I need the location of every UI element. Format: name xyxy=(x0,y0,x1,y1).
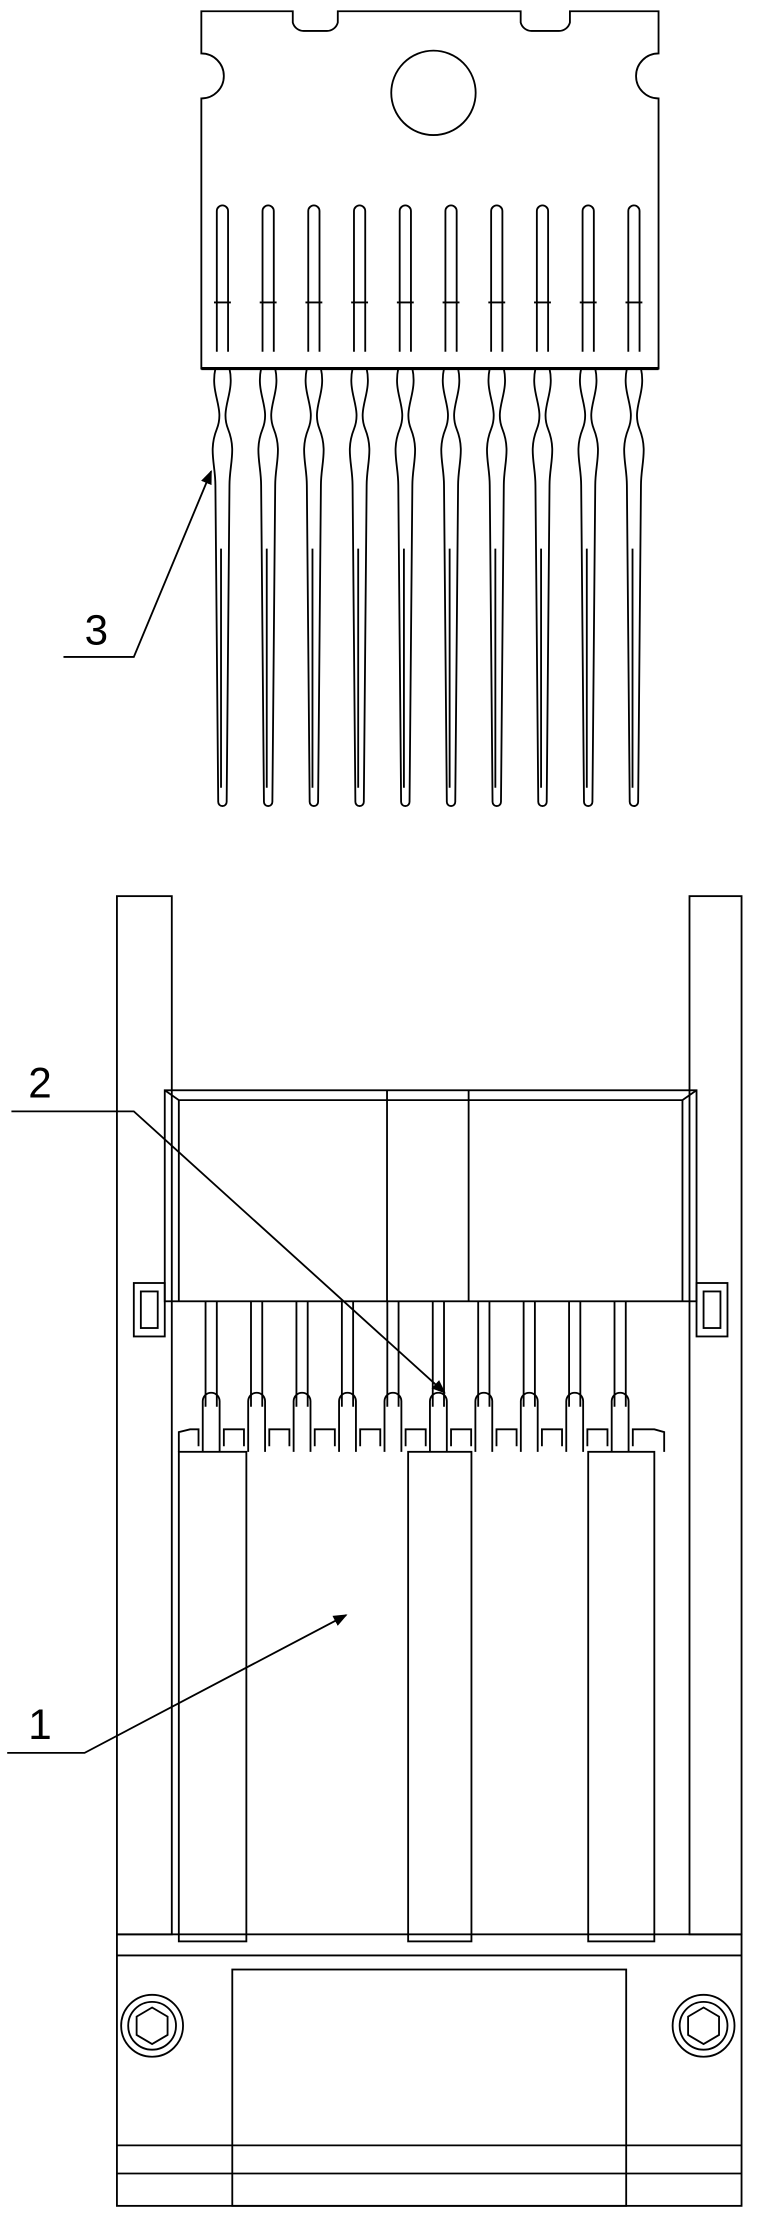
callout-3: 3 xyxy=(63,469,213,658)
bolt-left xyxy=(120,1993,184,2058)
left-tab-inner xyxy=(139,1290,159,1329)
lead-pin xyxy=(257,368,279,807)
lead xyxy=(613,1301,627,1407)
lead-tip xyxy=(247,1391,266,1452)
lead-slot xyxy=(444,204,458,352)
upper-leads xyxy=(211,204,645,807)
lead-slot xyxy=(535,204,550,352)
lead-slot xyxy=(581,204,595,352)
lead-pin xyxy=(440,368,462,807)
lead-pin xyxy=(211,368,234,807)
right-tab xyxy=(695,1282,729,1338)
leader-line-1 xyxy=(7,1614,348,1754)
lead xyxy=(568,1301,582,1407)
lead xyxy=(250,1301,264,1407)
lead-slot xyxy=(627,204,641,352)
lead-pin xyxy=(348,368,371,807)
leader-line-3 xyxy=(63,469,213,658)
lead-slot xyxy=(307,204,321,352)
lead-slot xyxy=(398,204,412,352)
label-3: 3 xyxy=(85,606,108,653)
leader-line-2 xyxy=(11,1110,446,1394)
label-2: 2 xyxy=(28,1059,51,1106)
lead xyxy=(477,1301,491,1407)
lead xyxy=(340,1301,355,1407)
lead-pin xyxy=(303,368,325,807)
support-strip xyxy=(177,1450,248,1943)
right-rail xyxy=(688,895,743,1936)
lead xyxy=(295,1301,309,1407)
left-rail xyxy=(116,895,173,1936)
lead-tip xyxy=(610,1391,630,1452)
lower-leads xyxy=(201,1301,630,1452)
package-block xyxy=(163,1089,698,1303)
bolt-right xyxy=(671,1993,736,2058)
callout-1: 1 xyxy=(7,1614,348,1754)
lead-slot xyxy=(215,204,229,352)
lead-pin xyxy=(623,368,645,807)
lead-tip xyxy=(565,1391,585,1452)
comb-plate xyxy=(177,1428,666,1452)
lead-pin xyxy=(577,368,599,807)
lead-pin xyxy=(394,368,417,807)
lead-slot xyxy=(490,204,504,352)
lead-tip xyxy=(201,1391,221,1452)
base-plate xyxy=(116,1933,743,2207)
lead-tip xyxy=(338,1391,357,1452)
lead-tip xyxy=(474,1391,494,1452)
support-strip xyxy=(407,1450,473,1943)
fixture xyxy=(116,895,743,2207)
block-bevel xyxy=(164,1089,698,1102)
lead xyxy=(386,1301,400,1407)
lead xyxy=(522,1301,536,1407)
right-tab-inner xyxy=(702,1290,722,1329)
mounting-hole xyxy=(390,49,477,136)
lead-slot xyxy=(261,204,275,352)
base-center-block xyxy=(231,1968,628,2207)
ic-package xyxy=(200,10,660,807)
callout-2: 2 xyxy=(11,1059,446,1394)
lead-tip xyxy=(383,1391,403,1452)
label-1: 1 xyxy=(28,1701,51,1748)
package-tab-outline xyxy=(200,10,660,370)
lead-pin xyxy=(531,368,554,807)
lead-tip xyxy=(519,1391,539,1452)
lead xyxy=(204,1301,218,1407)
lead-slot xyxy=(353,204,367,352)
lead-pin xyxy=(486,368,508,807)
lead-tip xyxy=(292,1391,312,1452)
support-strip xyxy=(587,1450,656,1943)
left-tab xyxy=(132,1282,166,1338)
